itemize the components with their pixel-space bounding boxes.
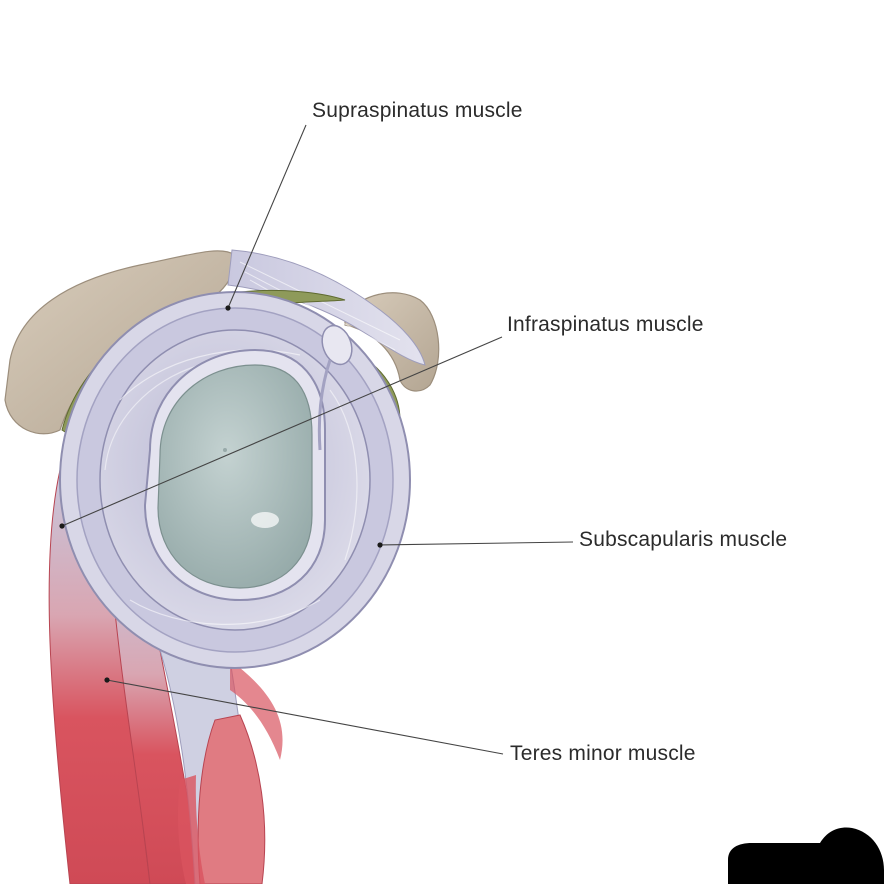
leader-line-infraspinatus: [61, 336, 503, 527]
corner-shape: [728, 827, 884, 884]
pointer-dot-subscapularis: [377, 542, 383, 548]
leader-line-subscapularis: [379, 541, 574, 546]
pointer-dot-teres-minor: [104, 677, 110, 683]
leader-line-teres-minor: [106, 679, 504, 755]
lower-muscles: [48, 469, 283, 884]
coracoacromial-ligament: [227, 249, 426, 366]
pointer-dot-infraspinatus: [59, 523, 65, 529]
label-subscapularis-muscle: Subscapularis muscle: [579, 528, 788, 551]
label-supraspinatus-muscle: Supraspinatus muscle: [312, 99, 523, 122]
pointer-dot-supraspinatus: [225, 305, 231, 311]
leader-lines: [61, 124, 574, 755]
biceps-tendon: [317, 324, 353, 451]
label-teres-minor-muscle: Teres minor muscle: [510, 742, 696, 765]
glenoid-fossa: [143, 348, 326, 602]
label-infraspinatus-muscle: Infraspinatus muscle: [507, 313, 704, 336]
leader-dots: [59, 305, 383, 683]
leader-line-supraspinatus: [227, 124, 307, 309]
